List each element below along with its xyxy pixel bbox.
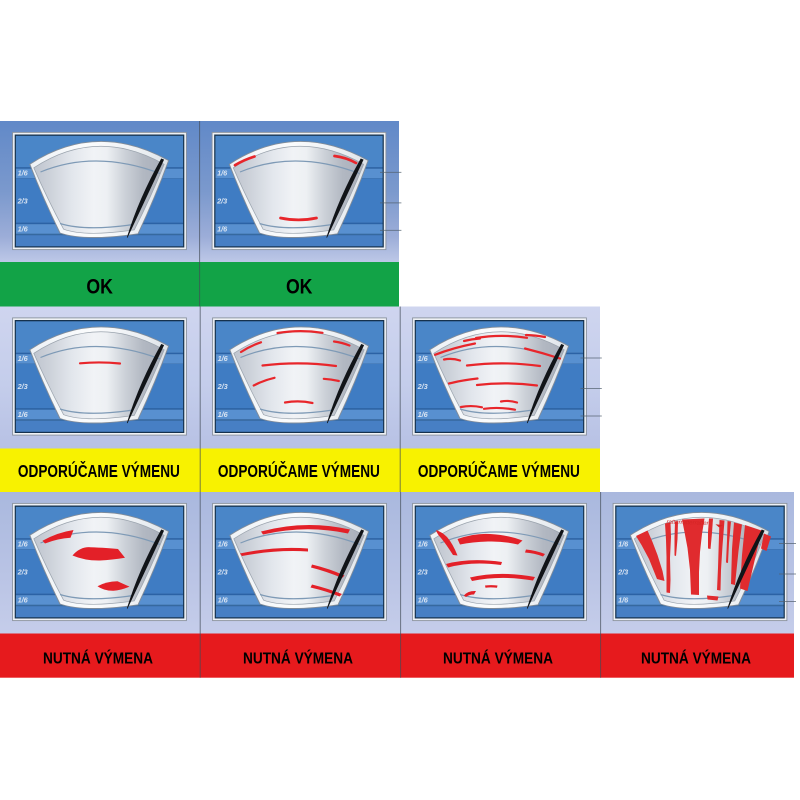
svg-text:ODPORÚČAME VÝMENU: ODPORÚČAME VÝMENU	[18, 460, 180, 481]
svg-text:NUTNÁ VÝMENA: NUTNÁ VÝMENA	[641, 650, 751, 668]
svg-text:ratterratterratter: ratterratterratter	[666, 520, 709, 527]
svg-text:ODPORÚČAME VÝMENU: ODPORÚČAME VÝMENU	[418, 460, 580, 481]
svg-text:NUTNÁ VÝMENA: NUTNÁ VÝMENA	[243, 650, 353, 668]
svg-text:OK: OK	[86, 275, 113, 299]
svg-text:NUTNÁ VÝMENA: NUTNÁ VÝMENA	[443, 650, 553, 668]
svg-text:OK: OK	[286, 275, 313, 299]
svg-text:ODPORÚČAME VÝMENU: ODPORÚČAME VÝMENU	[218, 460, 380, 481]
svg-text:NUTNÁ VÝMENA: NUTNÁ VÝMENA	[43, 650, 153, 668]
